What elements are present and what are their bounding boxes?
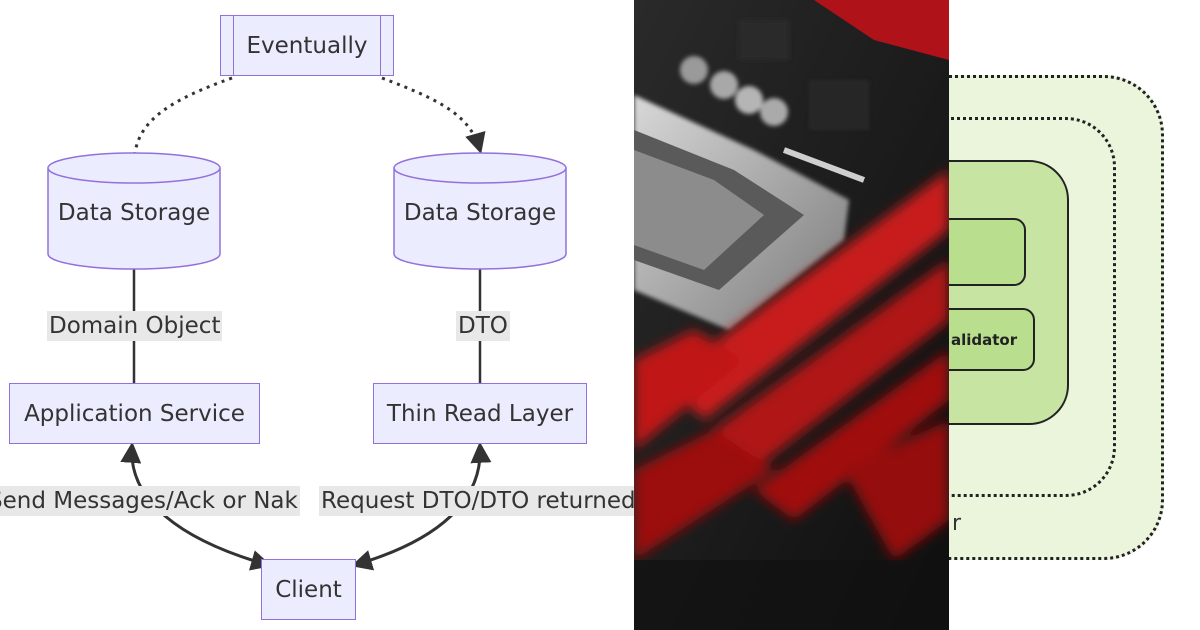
eventually-node: Eventually xyxy=(220,15,394,76)
motherboard-photo xyxy=(634,0,949,630)
outer-layer-caption: r xyxy=(952,511,962,536)
layered-architecture-diagram: alidator r xyxy=(949,0,1200,630)
dotted-edge-left xyxy=(133,76,233,154)
architecture-diagram: Eventually Data Storage Data Storage Dom… xyxy=(0,15,634,620)
edge-send-messages xyxy=(120,441,273,571)
client-node: Client xyxy=(261,559,356,620)
edge-label-send-messages: Send Messages/Ack or Nak xyxy=(0,486,300,516)
application-service-node: Application Service xyxy=(9,383,260,444)
application-service-label: Application Service xyxy=(24,400,245,427)
dotted-edge-right xyxy=(381,76,486,155)
edge-label-domain-object: Domain Object xyxy=(47,311,223,341)
edge-label-dto: DTO xyxy=(456,311,510,341)
eventually-label: Eventually xyxy=(246,32,368,59)
validator-box: alidator xyxy=(949,308,1035,371)
client-label: Client xyxy=(275,576,342,603)
thin-read-layer-label: Thin Read Layer xyxy=(386,400,574,427)
inner-layer xyxy=(949,160,1069,425)
edge-request-dto xyxy=(350,441,492,571)
edge-label-request-dto: Request DTO/DTO returned xyxy=(319,486,634,516)
data-storage-left: Data Storage xyxy=(47,152,221,270)
motherboard-image xyxy=(634,0,949,630)
data-storage-right: Data Storage xyxy=(393,152,567,270)
data-storage-right-label: Data Storage xyxy=(403,200,557,226)
inner-top-box xyxy=(949,218,1026,286)
thin-read-layer-node: Thin Read Layer xyxy=(373,383,587,444)
data-storage-left-label: Data Storage xyxy=(57,200,211,226)
validator-label: alidator xyxy=(951,330,1018,349)
